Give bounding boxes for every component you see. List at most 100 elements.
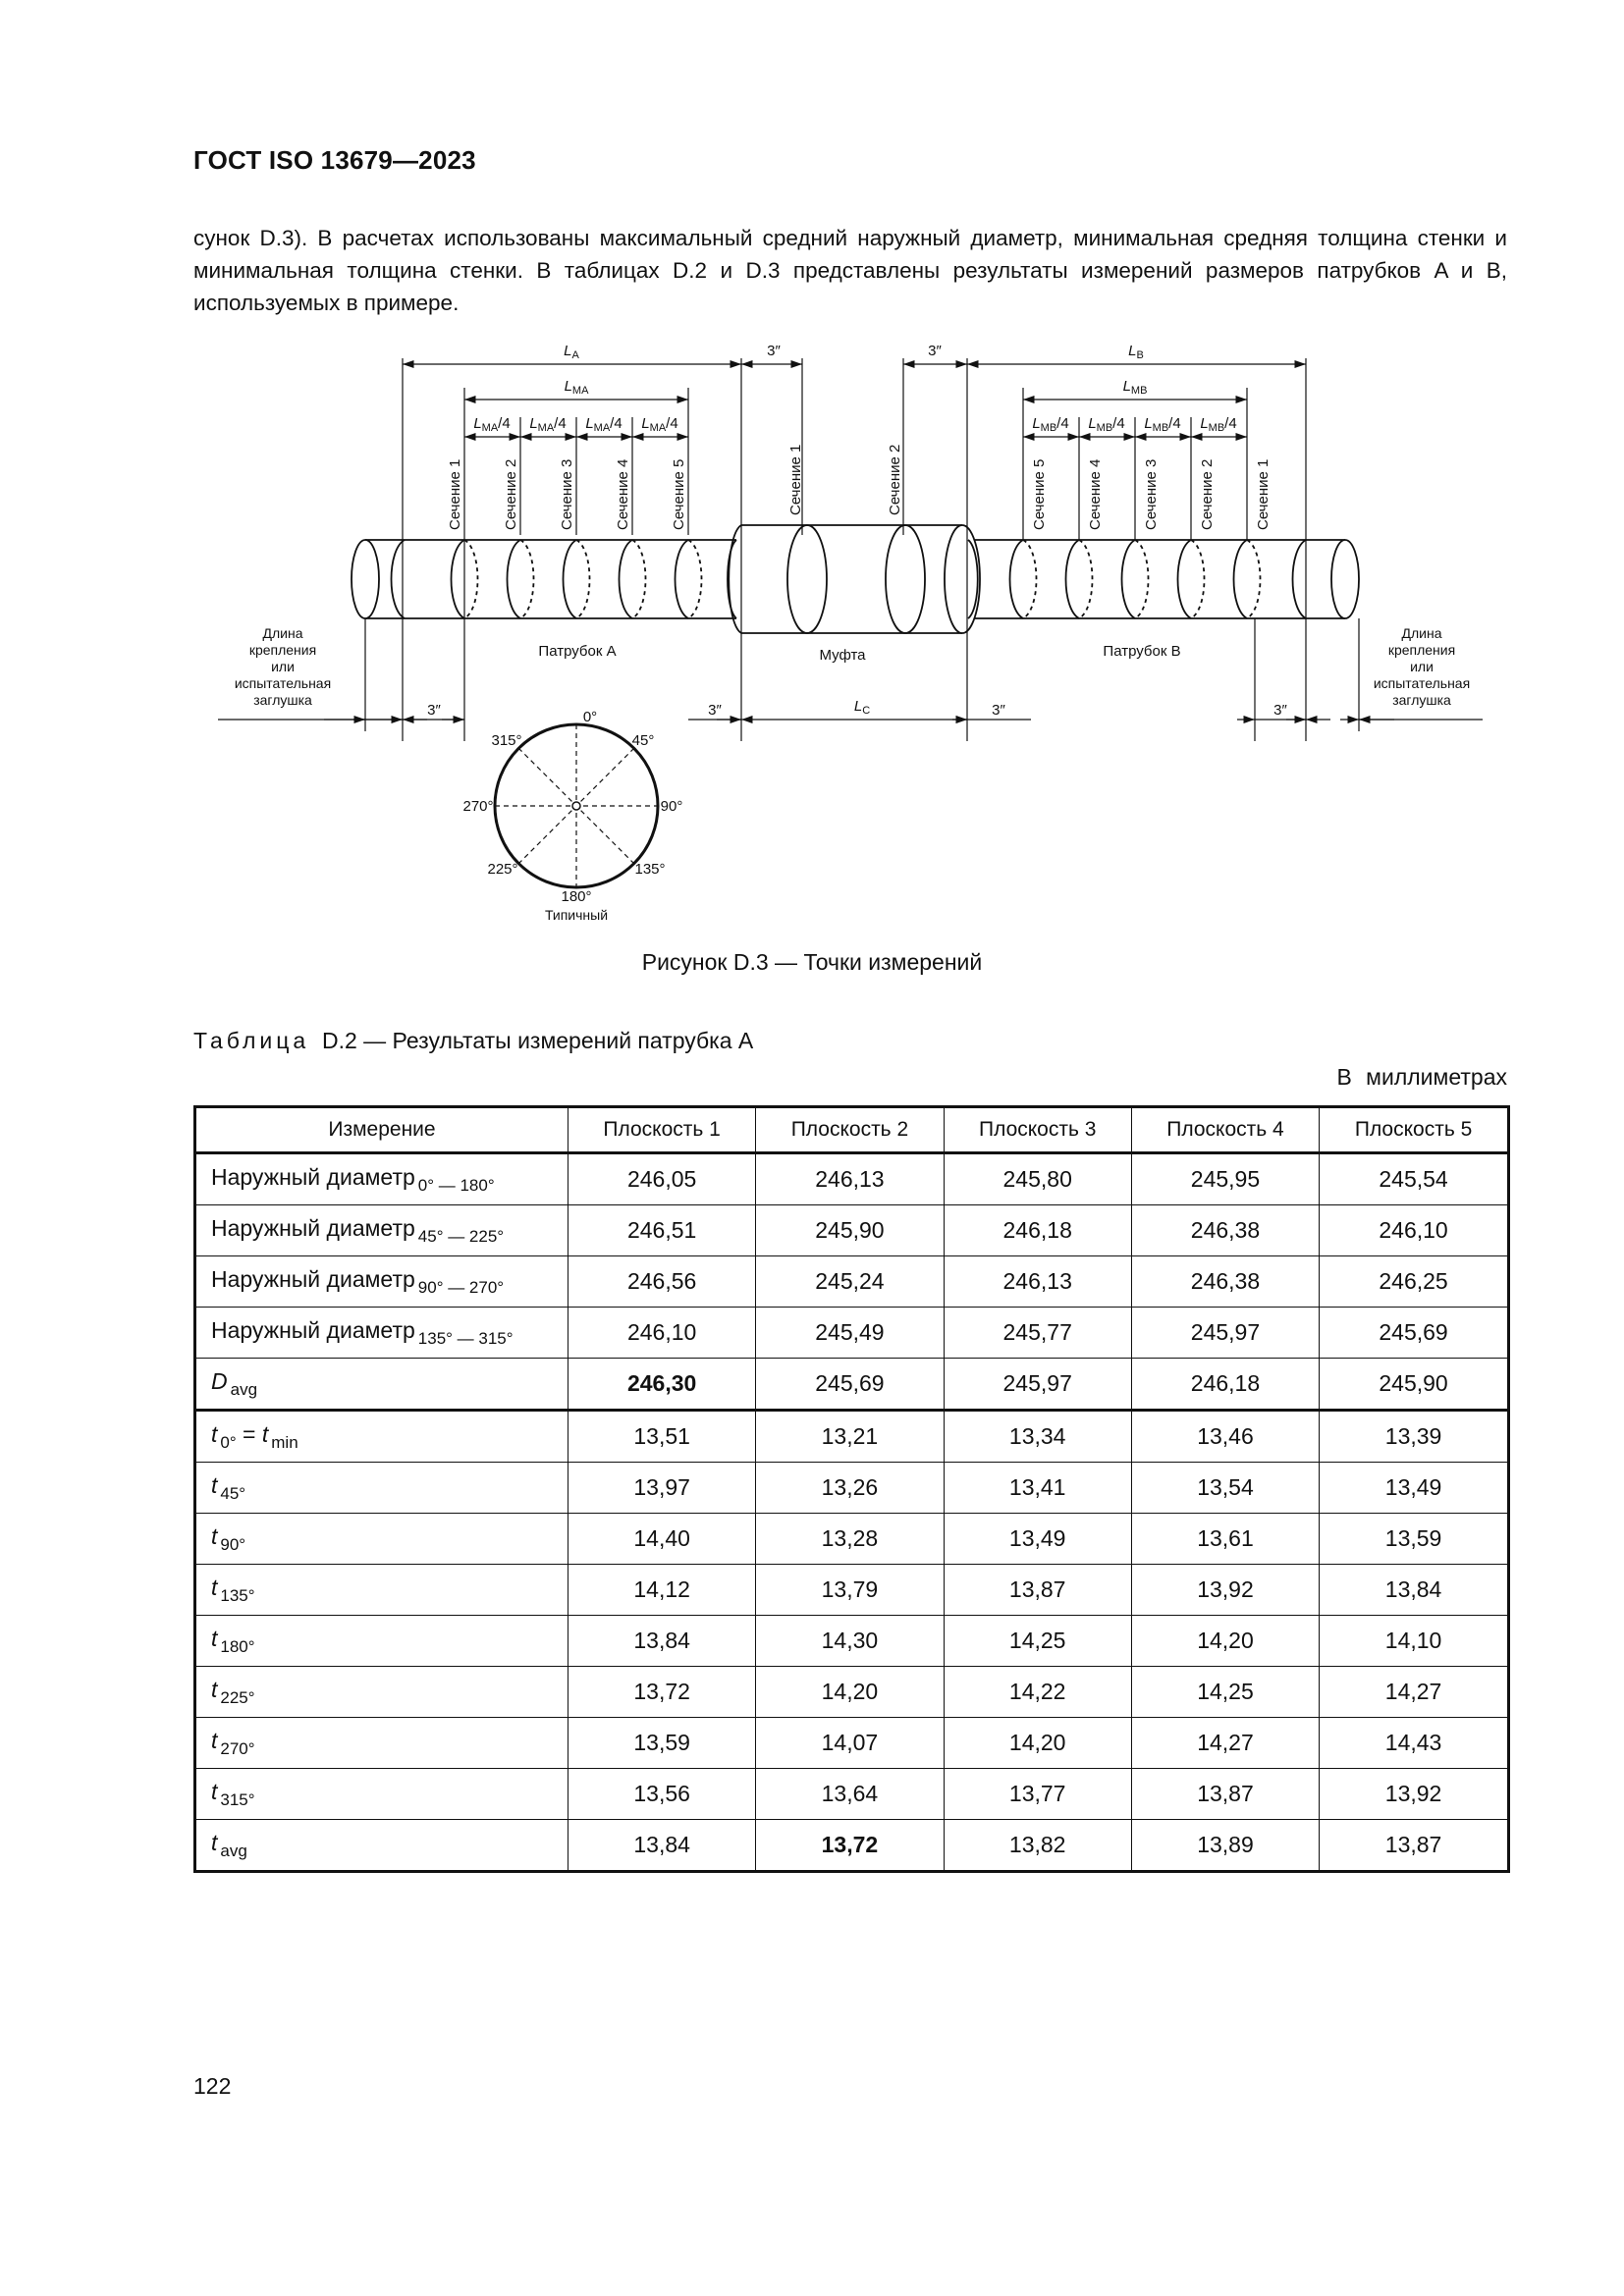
cell-plane-5: 13,92 bbox=[1319, 1768, 1509, 1820]
row-label-sub: avg bbox=[220, 1841, 247, 1860]
cell-plane-1: 13,51 bbox=[567, 1410, 757, 1463]
row-label-sym: t bbox=[211, 1522, 218, 1549]
row-label-sym: D bbox=[211, 1367, 228, 1394]
cell-plane-4: 246,38 bbox=[1130, 1255, 1321, 1308]
row-label-main: Наружный диаметр bbox=[211, 1163, 415, 1190]
cell-plane-4: 13,61 bbox=[1130, 1513, 1321, 1565]
section-b-4: Сечение 4 bbox=[1087, 459, 1104, 530]
cell-plane-2: 245,69 bbox=[755, 1358, 945, 1412]
angle-90: 90° bbox=[661, 798, 683, 815]
cell-plane-4: 13,89 bbox=[1130, 1819, 1321, 1872]
cell-plane-1: 246,30 bbox=[567, 1358, 757, 1412]
angle-135: 135° bbox=[634, 861, 665, 878]
row-label-main: Наружный диаметр bbox=[211, 1265, 415, 1292]
section-a-4: Сечение 4 bbox=[615, 459, 631, 530]
row-label-sym: t bbox=[211, 1727, 218, 1753]
dim-lma: LMA bbox=[565, 378, 590, 397]
row-label-sym: t bbox=[211, 1574, 218, 1600]
dim-lmb: LMB bbox=[1123, 378, 1148, 397]
row-label-sub: 45° — 225° bbox=[417, 1226, 505, 1246]
cell-plane-3: 14,22 bbox=[943, 1666, 1132, 1718]
dim-lmb-q4: LMB/4 bbox=[1200, 415, 1236, 434]
cell-plane-2: 13,79 bbox=[755, 1564, 945, 1616]
cell-plane-4: 245,97 bbox=[1130, 1307, 1321, 1359]
cell-plane-5: 14,10 bbox=[1319, 1615, 1509, 1667]
cell-plane-3: 246,13 bbox=[943, 1255, 1132, 1308]
dim-lmb-q2: LMB/4 bbox=[1088, 415, 1124, 434]
cell-plane-1: 246,51 bbox=[567, 1204, 757, 1256]
section-a-5: Сечение 5 bbox=[671, 459, 687, 530]
section-a-1: Сечение 1 bbox=[447, 459, 463, 530]
cell-plane-5: 246,25 bbox=[1319, 1255, 1509, 1308]
cell-plane-2: 13,64 bbox=[755, 1768, 945, 1820]
cell-plane-2: 245,24 bbox=[755, 1255, 945, 1308]
dim-lmb-q1: LMB/4 bbox=[1032, 415, 1068, 434]
cell-plane-2: 13,26 bbox=[755, 1462, 945, 1514]
cell-plane-2: 14,20 bbox=[755, 1666, 945, 1718]
cell-plane-2: 13,28 bbox=[755, 1513, 945, 1565]
cell-plane-4: 245,95 bbox=[1130, 1152, 1321, 1205]
cell-plane-3: 13,87 bbox=[943, 1564, 1132, 1616]
cell-plane-2: 13,21 bbox=[755, 1410, 945, 1463]
cell-plane-5: 246,10 bbox=[1319, 1204, 1509, 1256]
dim-lma-q3: LMA/4 bbox=[585, 415, 622, 434]
cell-plane-4: 13,54 bbox=[1130, 1462, 1321, 1514]
row-label-main: Наружный диаметр bbox=[211, 1214, 415, 1241]
cell-plane-3: 245,77 bbox=[943, 1307, 1132, 1359]
row-label-sub: 315° bbox=[220, 1789, 255, 1809]
table-caption-word: Таблица bbox=[193, 1028, 310, 1053]
cell-plane-5: 245,90 bbox=[1319, 1358, 1509, 1412]
dim-3in-br1: 3″ bbox=[992, 702, 1005, 719]
dim-3in-bl1: 3″ bbox=[427, 702, 441, 719]
measurement-points-figure: LA 3″ 3″ LB LMA LMB LMA/4 LMA/4 LMA/4 LM… bbox=[218, 343, 1483, 923]
section-b-3: Сечение 3 bbox=[1143, 459, 1160, 530]
cell-plane-3: 13,41 bbox=[943, 1462, 1132, 1514]
angle-270: 270° bbox=[462, 798, 493, 815]
row-label-sym: t bbox=[211, 1829, 218, 1855]
cell-plane-4: 14,27 bbox=[1130, 1717, 1321, 1769]
page-number: 122 bbox=[193, 2073, 232, 2099]
angle-diagram: 0° 45° 90° 135° 180° 225° 270° 315° Типи… bbox=[462, 709, 682, 923]
section-b-2: Сечение 2 bbox=[1199, 459, 1216, 530]
body-paragraph: сунок D.3). В расчетах использованы макс… bbox=[193, 226, 1507, 315]
section-c-1: Сечение 1 bbox=[787, 445, 804, 515]
dim-lma-q1: LMA/4 bbox=[473, 415, 510, 434]
cell-plane-5: 245,69 bbox=[1319, 1307, 1509, 1359]
cell-plane-2: 245,90 bbox=[755, 1204, 945, 1256]
col-header-plane-1: Плоскость 1 bbox=[567, 1106, 757, 1154]
table-header-row: Измерение Плоскость 1 Плоскость 2 Плоско… bbox=[194, 1106, 1509, 1154]
table-caption-rest: D.2 — Результаты измерений патрубка A bbox=[321, 1028, 754, 1053]
dim-la: LA bbox=[564, 343, 579, 361]
row-label-sub: 90° bbox=[220, 1534, 246, 1554]
cell-plane-1: 14,12 bbox=[567, 1564, 757, 1616]
end-left-2: крепления bbox=[249, 642, 316, 658]
col-header-plane-3: Плоскость 3 bbox=[943, 1106, 1132, 1154]
dim-3in-1: 3″ bbox=[767, 343, 781, 359]
end-left-3: или bbox=[271, 659, 295, 674]
end-left-1: Длина bbox=[263, 625, 303, 641]
row-label-sub2: min bbox=[271, 1432, 298, 1452]
cell-plane-2: 13,72 bbox=[755, 1819, 945, 1872]
dim-lmb-q3: LMB/4 bbox=[1144, 415, 1180, 434]
row-label-eq: = bbox=[236, 1420, 262, 1447]
row-label-sym2: t bbox=[261, 1420, 269, 1447]
cell-plane-1: 13,72 bbox=[567, 1666, 757, 1718]
cell-plane-1: 13,56 bbox=[567, 1768, 757, 1820]
cell-plane-2: 246,13 bbox=[755, 1152, 945, 1205]
